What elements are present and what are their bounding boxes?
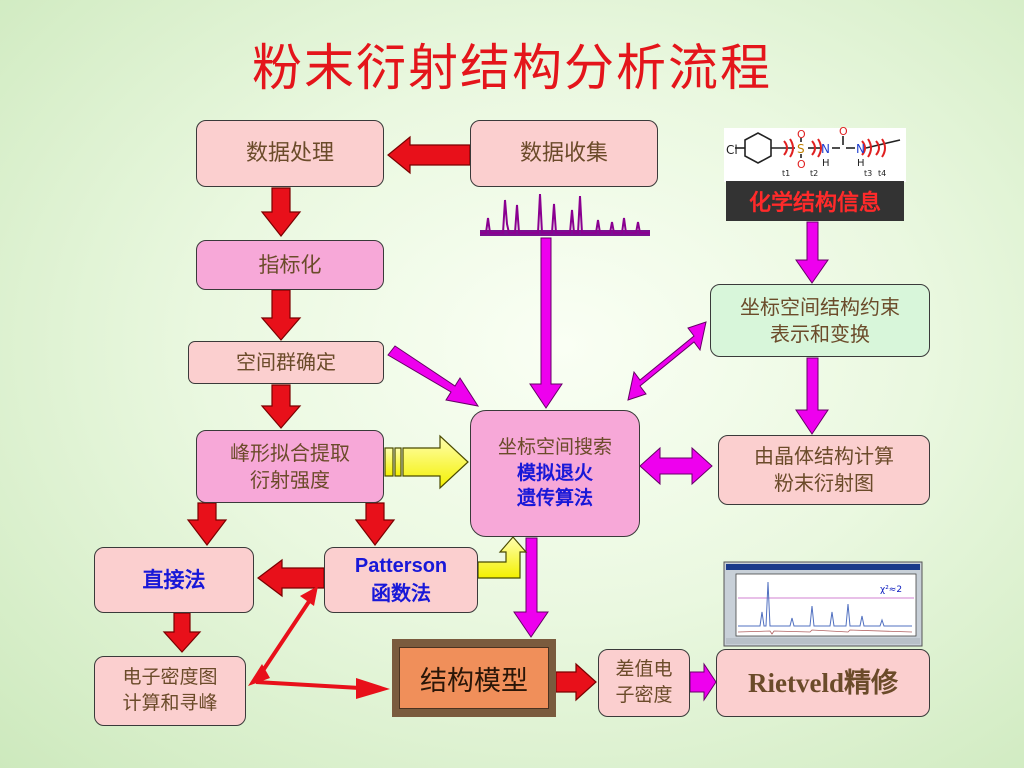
arrow-model-to-diff [555,662,597,702]
box-difference-density-line1: 差值电 [615,658,673,681]
box-space-group-label: 空间群确定 [236,350,336,374]
t2-label: t2 [810,169,818,178]
o-bottom-label: O [797,158,806,171]
box-electron-density-line2: 计算和寻峰 [122,692,218,714]
arrow-collection-to-search [529,237,563,409]
arrow-spacegroup-to-peakfit [260,384,302,429]
arrow-head-to-patterson [300,586,318,606]
box-structure-constraint-line1: 坐标空间结构约束 [740,294,900,319]
arrow-constraint-to-calc [795,357,829,435]
box-difference-density: 差值电 子密度 [598,649,690,717]
box-coordinate-search: 坐标空间搜索 模拟退火 遗传算法 [470,410,640,537]
arrow-direct-to-density [162,612,202,653]
arrow-search-calc-both [639,446,713,486]
box-patterson: Patterson 函数法 [324,547,478,613]
chemical-structure: Cl S O O O N N H H t1 t2 t3 t4 [724,125,906,182]
arrow-search-constraint-both [627,321,707,401]
h1-label: H [822,158,830,169]
box-structure-constraint: 坐标空间结构约束 表示和变换 [710,284,930,357]
thin-red-arrows [248,586,390,699]
box-coordinate-search-line3: 遗传算法 [516,487,593,510]
arrow-search-to-model [513,537,549,638]
arrow-peakfit-to-search [402,434,469,490]
box-structure-model: 结构模型 [392,639,556,717]
arrow-diff-to-rietveld [689,662,717,702]
chi-squared-label: χ²≈2 [880,585,902,595]
rietveld-plot-inset: χ²≈2 [723,561,923,647]
box-structure-model-label: 结构模型 [399,647,549,709]
box-difference-density-line2: 子密度 [615,684,673,706]
box-coordinate-search-line2: 模拟退火 [516,461,593,484]
box-space-group: 空间群确定 [188,341,384,384]
box-patterson-line1: Patterson [354,555,448,577]
n1-label: N [821,142,830,156]
box-patterson-line2: 函数法 [371,581,431,605]
arrow-chem-to-constraint [795,221,829,284]
box-pattern-calculation-line2: 粉末衍射图 [774,471,874,495]
box-electron-density: 电子密度图 计算和寻峰 [94,656,246,726]
chem-info-label: 化学结构信息 [726,181,904,221]
arrow-index-to-spacegroup [260,289,302,341]
box-peak-fitting: 峰形拟合提取 衍射强度 [196,430,384,503]
red-arrows [162,135,597,702]
box-indexing-label: 指标化 [258,252,322,277]
arrow-head-to-density [248,664,270,686]
box-data-collection: 数据收集 [470,120,658,187]
magenta-arrows [387,221,829,702]
box-data-processing: 数据处理 [196,120,384,187]
box-pattern-calculation: 由晶体结构计算 粉末衍射图 [718,435,930,505]
arrow-peakfit-to-direct [186,502,228,546]
arrow-process-to-index [260,187,302,237]
box-direct-method: 直接法 [94,547,254,613]
box-electron-density-line1: 电子密度图 [122,666,218,689]
yellow-arrows [384,434,528,579]
box-direct-method-label: 直接法 [142,566,206,592]
box-structure-constraint-line2: 表示和变换 [770,321,870,346]
cl-label: Cl [726,143,738,157]
arrow-peakfit-to-patterson [354,502,396,546]
box-data-collection-label: 数据收集 [519,140,608,166]
box-pattern-calculation-line1: 由晶体结构计算 [754,444,894,468]
o-carbonyl-label: O [839,125,848,138]
n2-label: N [856,142,865,156]
box-rietveld-label: Rietveld精修 [748,667,898,698]
arrow-spacegroup-to-search [387,345,480,407]
o-top-label: O [797,128,806,141]
arrow-density-to-model [356,678,390,699]
box-data-processing-label: 数据处理 [245,140,334,166]
box-peak-fitting-line1: 峰形拟合提取 [230,440,350,465]
t4-label: t4 [878,169,886,178]
box-coordinate-search-line1: 坐标空间搜索 [497,436,612,459]
t1-label: t1 [782,169,790,178]
box-indexing: 指标化 [196,240,384,290]
box-rietveld: Rietveld精修 [716,649,930,717]
h2-label: H [857,158,865,169]
t3-label: t3 [864,169,872,178]
s-label: S [797,142,805,156]
diffraction-pattern [480,193,650,236]
box-peak-fitting-line2: 衍射强度 [250,467,330,492]
page-title: 粉末衍射结构分析流程 [252,39,772,97]
arrow-collect-to-process [387,135,471,175]
arrow-patterson-to-search [477,536,528,579]
